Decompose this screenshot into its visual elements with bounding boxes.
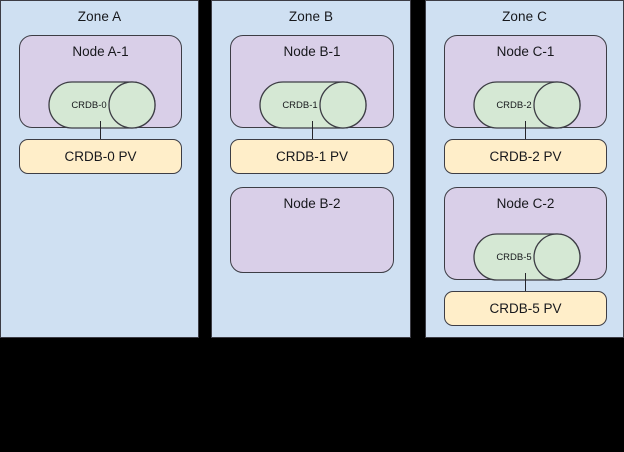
node-b-1[interactable]: Node B-1 CRDB-1 bbox=[230, 35, 394, 129]
pv-crdb-0-label: CRDB-0 PV bbox=[64, 149, 137, 164]
node-b-2-title: Node B-2 bbox=[283, 196, 341, 211]
node-c-2-title: Node C-2 bbox=[496, 196, 555, 211]
node-c-1[interactable]: Node C-1 CRDB-2 bbox=[444, 35, 607, 129]
database-crdb-1[interactable]: CRDB-1 bbox=[259, 81, 367, 129]
pv-crdb-1-label: CRDB-1 PV bbox=[275, 149, 348, 164]
node-b-1-title: Node B-1 bbox=[283, 44, 341, 59]
pv-crdb-2[interactable]: CRDB-2 PV bbox=[444, 139, 607, 174]
node-a-1[interactable]: Node A-1 CRDB-0 bbox=[19, 35, 182, 129]
edge-node-c-1-to-crdb-2-pv bbox=[525, 121, 526, 141]
node-b-2[interactable]: Node B-2 bbox=[230, 187, 394, 273]
zone-a[interactable]: Zone A Node A-1 CRDB-0 CRDB-0 PV bbox=[0, 0, 199, 338]
zone-b[interactable]: Zone B Node B-1 CRDB-1 CRDB-1 PV Node B-… bbox=[211, 0, 411, 338]
pv-crdb-5[interactable]: CRDB-5 PV bbox=[444, 291, 607, 326]
pv-crdb-2-label: CRDB-2 PV bbox=[489, 149, 562, 164]
edge-node-b-1-to-crdb-1-pv bbox=[312, 121, 313, 141]
node-a-1-title: Node A-1 bbox=[72, 44, 129, 59]
zone-c-title: Zone C bbox=[502, 9, 547, 24]
node-c-1-title: Node C-1 bbox=[496, 44, 555, 59]
zone-c[interactable]: Zone C Node C-1 CRDB-2 CRDB-2 PV Node C-… bbox=[425, 0, 624, 338]
node-c-2[interactable]: Node C-2 CRDB-5 bbox=[444, 187, 607, 281]
pv-crdb-5-label: CRDB-5 PV bbox=[489, 301, 562, 316]
database-crdb-5[interactable]: CRDB-5 bbox=[473, 233, 581, 281]
database-crdb-0[interactable]: CRDB-0 bbox=[48, 81, 156, 129]
pv-crdb-0[interactable]: CRDB-0 PV bbox=[19, 139, 182, 174]
zone-a-title: Zone A bbox=[77, 9, 122, 24]
pv-crdb-1[interactable]: CRDB-1 PV bbox=[230, 139, 394, 174]
zone-b-title: Zone B bbox=[288, 9, 334, 24]
edge-node-a-1-to-crdb-0-pv bbox=[100, 121, 101, 141]
database-crdb-2[interactable]: CRDB-2 bbox=[473, 81, 581, 129]
edge-node-c-2-to-crdb-5-pv bbox=[525, 273, 526, 293]
